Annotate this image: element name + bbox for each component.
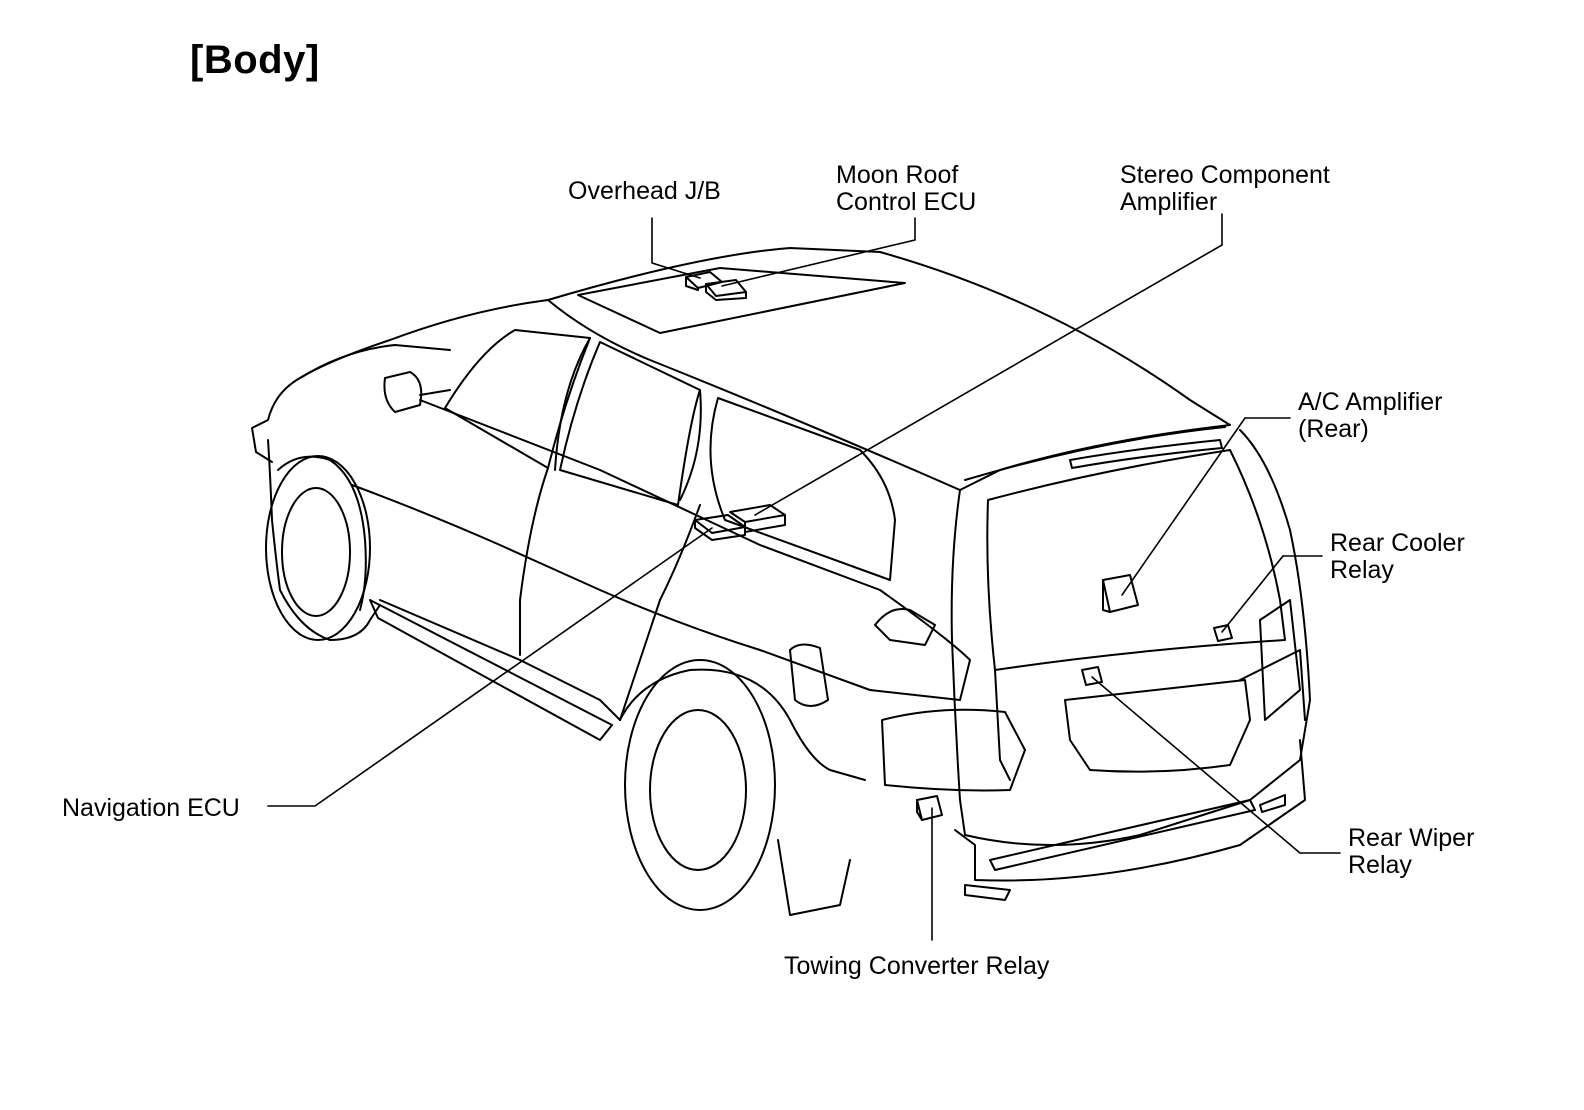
label-ac-amplifier-rear: A/C Amplifier (Rear) — [1298, 388, 1443, 443]
label-rear-cooler-relay: Rear Cooler Relay — [1330, 529, 1465, 584]
label-navigation-ecu: Navigation ECU — [62, 794, 240, 822]
section-title: [Body] — [190, 38, 320, 82]
component-markers — [685, 271, 1233, 821]
label-overhead-jb: Overhead J/B — [568, 177, 721, 205]
label-stereo-component-amplifier: Stereo Component Amplifier — [1120, 161, 1330, 216]
vehicle-body-outline — [251, 247, 1311, 916]
label-towing-converter-relay: Towing Converter Relay — [784, 952, 1050, 980]
leader-lines — [267, 213, 1341, 941]
label-moon-roof-control-ecu: Moon Roof Control ECU — [836, 161, 977, 216]
label-rear-wiper-relay: Rear Wiper Relay — [1348, 824, 1475, 879]
